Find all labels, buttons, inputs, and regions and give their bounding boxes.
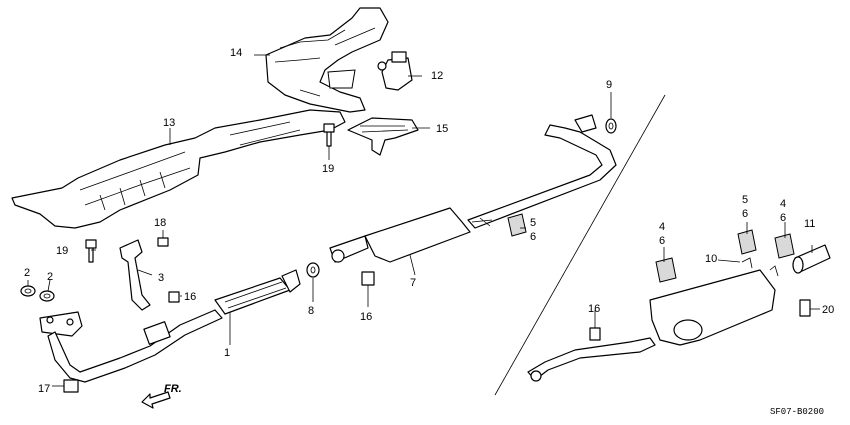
callout-labels: 14 12 15 13 19 9 18 19 2 2 3 16 1 8 16 7… <box>24 47 834 395</box>
part-1-front-exhaust-pipe <box>39 269 301 383</box>
callout-3: 3 <box>158 272 164 284</box>
part-3-bracket <box>119 239 151 311</box>
callout-14: 14 <box>230 47 242 59</box>
callout-19b: 19 <box>322 163 334 175</box>
part-16-nut-a <box>168 291 180 303</box>
front-direction-arrow-icon <box>141 391 171 409</box>
callout-15: 15 <box>436 123 448 135</box>
part-20-bolt <box>799 299 811 317</box>
leader-lines <box>27 54 820 387</box>
part-12-hanger-bracket <box>377 51 413 91</box>
part-16-nut-c <box>589 327 601 341</box>
callout-7: 7 <box>410 277 416 289</box>
part-17-nut <box>63 379 79 393</box>
part-9-gasket <box>605 118 617 134</box>
callout-10: 10 <box>705 253 717 265</box>
callout-19a: 19 <box>56 245 68 257</box>
callout-2b: 2 <box>47 271 53 283</box>
callout-5a: 5 <box>530 217 536 229</box>
rubber-hanger-left <box>655 257 677 283</box>
callout-6b: 6 <box>659 235 665 247</box>
callout-12: 12 <box>431 70 443 82</box>
callout-6d: 6 <box>780 212 786 224</box>
callout-11: 11 <box>804 218 815 230</box>
callout-16a: 16 <box>184 291 196 303</box>
callout-16c: 16 <box>588 303 600 315</box>
callout-16b: 16 <box>360 311 372 323</box>
part-2-gasket-b <box>39 290 55 302</box>
callout-20: 20 <box>822 304 834 316</box>
rubber-hanger-right <box>774 233 795 259</box>
callout-13: 13 <box>163 117 175 129</box>
part-10-muffler <box>527 257 779 382</box>
callout-6c: 6 <box>742 208 748 220</box>
part-19-bolt-a <box>85 239 97 263</box>
rear-section-boundary <box>494 94 666 396</box>
part-7-center-pipe <box>329 114 617 263</box>
part-13-main-heat-shield <box>11 109 346 229</box>
callout-5b: 5 <box>742 194 748 206</box>
callout-4b: 4 <box>780 198 786 210</box>
direction-label: FR. <box>164 383 182 395</box>
part-8-gasket <box>306 262 320 278</box>
callout-1: 1 <box>224 347 230 359</box>
callout-17: 17 <box>38 383 50 395</box>
rubber-hanger-center <box>507 213 527 237</box>
callout-8: 8 <box>308 305 314 317</box>
part-19-bolt-b <box>323 123 335 147</box>
callout-2a: 2 <box>24 267 30 279</box>
part-16-nut-b <box>361 271 375 286</box>
callout-9: 9 <box>606 79 612 91</box>
part-14-upper-heat-shield <box>265 7 389 113</box>
part-11-tail-tip <box>792 244 831 274</box>
part-15-bracket-plate <box>347 117 419 156</box>
part-2-gasket-a <box>20 285 36 297</box>
part-18-bolt <box>157 237 169 247</box>
callout-18: 18 <box>154 217 166 229</box>
diagram-code: SF07-B0200 <box>770 407 824 417</box>
callout-6a: 6 <box>530 231 536 243</box>
callout-4a: 4 <box>659 221 665 233</box>
